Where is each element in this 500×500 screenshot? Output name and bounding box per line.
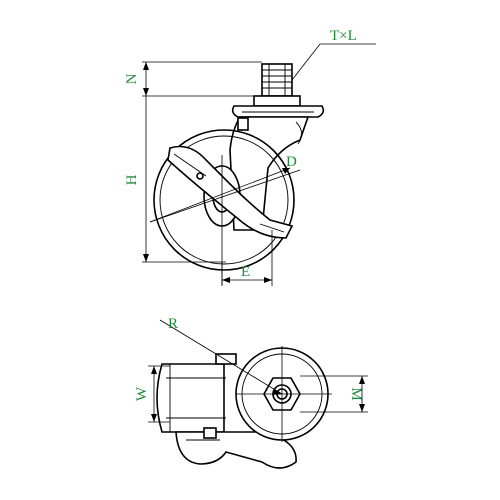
side-dimensions bbox=[142, 43, 376, 286]
label-d: D bbox=[286, 154, 297, 170]
label-thread: T×L bbox=[330, 28, 357, 44]
nut bbox=[253, 95, 301, 107]
label-e: E bbox=[241, 264, 250, 280]
swivel-plate bbox=[231, 105, 325, 118]
threaded-stem bbox=[261, 63, 293, 97]
brake-lever bbox=[167, 145, 294, 239]
top-view bbox=[156, 346, 332, 469]
top-dimensions bbox=[148, 319, 368, 423]
label-r: R bbox=[168, 316, 178, 332]
wheel bbox=[153, 129, 295, 271]
side-view bbox=[149, 63, 325, 285]
label-h: H bbox=[124, 174, 140, 185]
label-m: M bbox=[348, 387, 364, 400]
label-w: W bbox=[134, 386, 150, 401]
brake-pedal bbox=[175, 431, 297, 469]
label-n: N bbox=[124, 73, 140, 84]
